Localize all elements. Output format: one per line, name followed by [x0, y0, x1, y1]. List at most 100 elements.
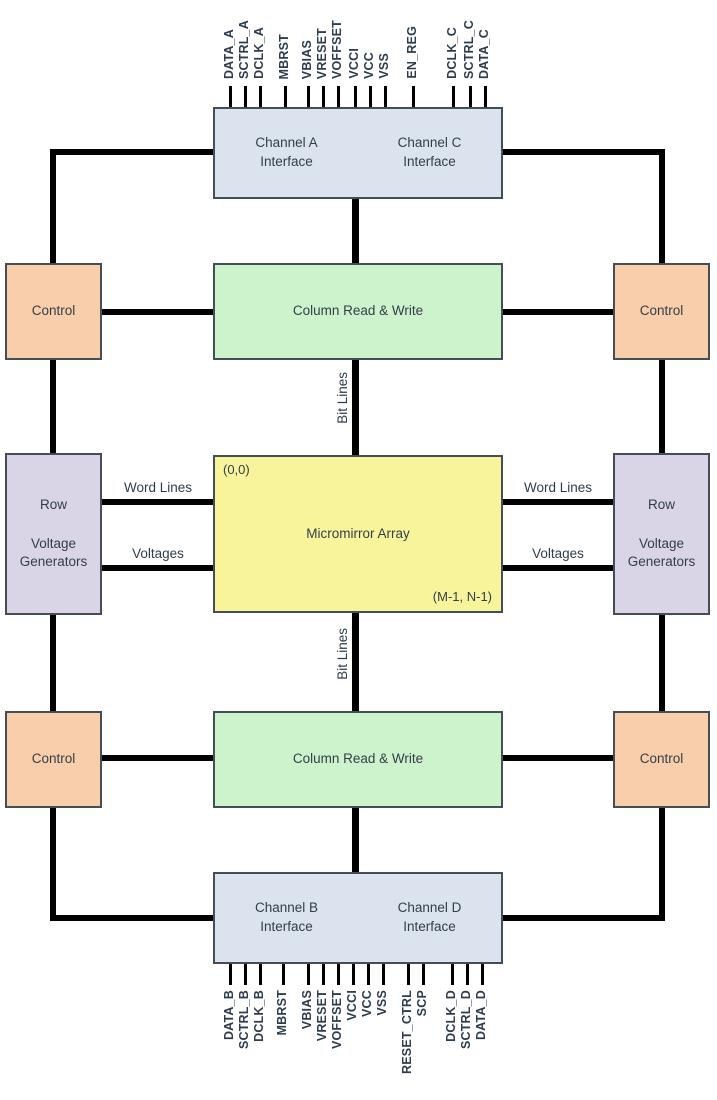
pin-tick-vss	[384, 86, 387, 107]
pin-tick-dclk_b	[259, 964, 262, 985]
column-read-write-top-box: Column Read & Write	[213, 263, 503, 360]
voltages-left-label: Voltages	[132, 546, 184, 561]
pin-label-vbias: VBIAS	[300, 39, 314, 79]
pin-tick-mbrst	[284, 86, 287, 107]
channel-a-interface: Channel A Interface	[215, 134, 358, 172]
pin-tick-vcc	[367, 964, 370, 985]
channel-c-line2: Interface	[403, 154, 456, 169]
rowvg-left-line3: Generators	[19, 554, 88, 570]
pin-tick-data_d	[481, 964, 484, 985]
word-lines-right-label: Word Lines	[523, 480, 593, 495]
column-read-write-top-label: Column Read & Write	[292, 303, 424, 319]
wire-control-crw-bottom-right	[502, 755, 614, 761]
pin-label-vss: VSS	[377, 53, 391, 79]
micromirror-extent-label: (M-1, N-1)	[432, 588, 492, 604]
pin-tick-scp	[422, 964, 425, 985]
pin-label-sctrl_b: SCTRL_B	[237, 990, 251, 1050]
wire-control-crw-bottom-left	[102, 755, 214, 761]
channel-d-interface: Channel D Interface	[358, 899, 501, 937]
pin-tick-dclk_d	[451, 964, 454, 985]
channel-c-line1: Channel C	[397, 135, 462, 151]
pin-label-voffset: VOFFSET	[330, 990, 344, 1050]
pin-tick-vbias	[307, 86, 310, 107]
channel-a-line2: Interface	[260, 154, 313, 169]
pin-tick-reset_ctrl	[407, 964, 410, 985]
pin-tick-vcci	[354, 86, 357, 107]
pin-label-mbrst: MBRST	[275, 990, 289, 1036]
pin-tick-dclk_c	[452, 86, 455, 107]
channel-b-interface: Channel B Interface	[215, 899, 358, 937]
pin-label-en_reg: EN_REG	[405, 26, 419, 79]
bit-lines-top-label: Bit Lines	[335, 372, 350, 424]
channel-a-c-interface-box: Channel A Interface Channel C Interface	[213, 107, 503, 199]
pin-tick-vreset	[322, 964, 325, 985]
wire-word-lines-right	[502, 499, 614, 505]
column-read-write-bottom-label: Column Read & Write	[292, 751, 424, 767]
pin-tick-sctrl_b	[244, 964, 247, 985]
pin-label-voffset: VOFFSET	[330, 19, 344, 79]
control-top-right-label: Control	[639, 303, 684, 319]
pin-label-dclk_c: DCLK_C	[445, 27, 459, 79]
pin-tick-vcc	[369, 86, 372, 107]
channel-d-line2: Interface	[403, 919, 456, 934]
pin-label-vcci: VCCI	[345, 990, 359, 1021]
pin-tick-voffset	[337, 964, 340, 985]
rowvg-right-line2: Voltage	[638, 535, 685, 551]
wire-voltages-right	[502, 565, 614, 571]
micromirror-array-box: (0,0) Micromirror Array (M-1, N-1)	[213, 455, 503, 613]
pin-label-data_c: DATA_C	[477, 28, 491, 79]
control-bottom-right-box: Control	[613, 711, 710, 808]
pin-tick-sctrl_c	[469, 86, 472, 107]
control-bottom-left-label: Control	[31, 751, 76, 767]
pin-label-vbias: VBIAS	[300, 990, 314, 1030]
pin-tick-vcci	[352, 964, 355, 985]
bit-lines-bottom-label: Bit Lines	[335, 628, 350, 680]
channel-c-interface: Channel C Interface	[358, 134, 501, 172]
voltages-right-label: Voltages	[532, 546, 584, 561]
column-read-write-bottom-box: Column Read & Write	[213, 711, 503, 808]
control-top-left-box: Control	[5, 263, 102, 360]
pin-tick-data_a	[229, 86, 232, 107]
pin-label-sctrl_a: SCTRL_A	[237, 19, 251, 79]
pin-label-vcci: VCCI	[347, 48, 361, 79]
pin-label-vcc: VCC	[360, 990, 374, 1017]
pin-label-data_b: DATA_B	[222, 990, 236, 1041]
pin-tick-sctrl_a	[244, 86, 247, 107]
pin-label-vcc: VCC	[362, 52, 376, 79]
rowvg-right-line3: Generators	[627, 554, 696, 570]
wire-control-crw-top-right	[502, 309, 614, 315]
row-voltage-generators-left-box: Row Voltage Generators	[5, 453, 102, 615]
wire-word-lines-left	[102, 499, 214, 505]
control-top-right-box: Control	[613, 263, 710, 360]
pin-tick-data_c	[484, 86, 487, 107]
pin-tick-en_reg	[412, 86, 415, 107]
control-top-left-label: Control	[31, 303, 76, 319]
channel-a-line1: Channel A	[255, 135, 318, 151]
pin-tick-vss	[382, 964, 385, 985]
pin-tick-vbias	[307, 964, 310, 985]
channel-b-d-interface-box: Channel B Interface Channel D Interface	[213, 872, 503, 964]
row-voltage-generators-right-box: Row Voltage Generators	[613, 453, 710, 615]
micromirror-origin-label: (0,0)	[223, 462, 250, 477]
pin-label-reset_ctrl: RESET_CTRL	[400, 990, 414, 1074]
micromirror-array-label: Micromirror Array	[306, 525, 410, 541]
pin-label-sctrl_d: SCTRL_D	[459, 990, 473, 1050]
pin-label-vreset: VRESET	[315, 27, 329, 79]
pin-label-data_d: DATA_D	[474, 990, 488, 1041]
wire-voltages-left	[102, 565, 214, 571]
rowvg-left-line1: Row	[39, 496, 67, 512]
rowvg-right-line1: Row	[647, 496, 675, 512]
pin-tick-mbrst	[282, 964, 285, 985]
pin-tick-vreset	[322, 86, 325, 107]
pin-label-dclk_b: DCLK_B	[252, 990, 266, 1042]
control-bottom-left-box: Control	[5, 711, 102, 808]
pin-label-scp: SCP	[415, 990, 429, 1017]
pin-tick-data_b	[229, 964, 232, 985]
pin-label-mbrst: MBRST	[277, 33, 291, 79]
channel-b-line2: Interface	[260, 919, 313, 934]
channel-b-line1: Channel B	[254, 900, 319, 916]
pin-label-vreset: VRESET	[315, 990, 329, 1042]
control-bottom-right-label: Control	[639, 751, 684, 767]
pin-tick-sctrl_d	[466, 964, 469, 985]
